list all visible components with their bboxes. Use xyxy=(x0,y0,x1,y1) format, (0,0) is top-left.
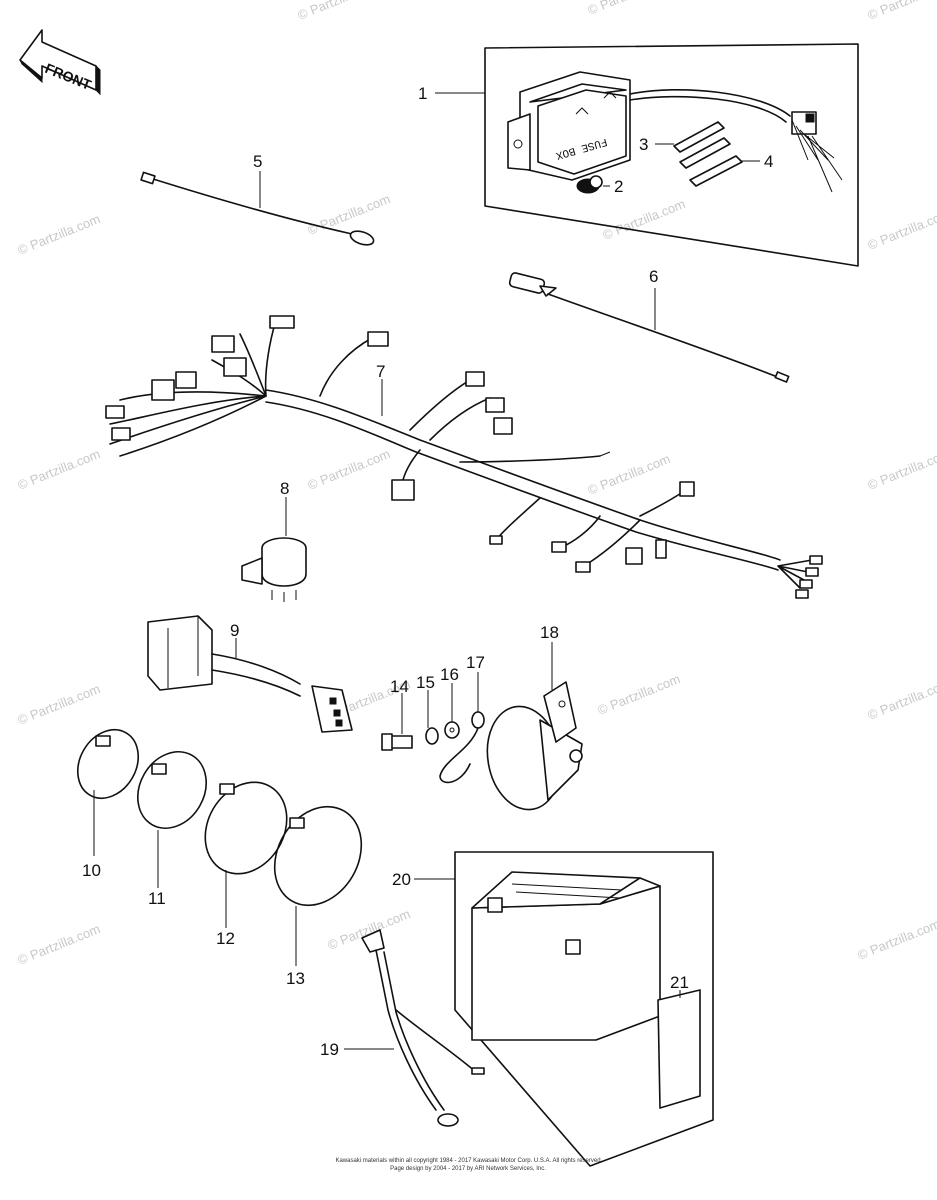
clamp-bands xyxy=(77,729,363,907)
callout-17: 17 xyxy=(466,653,485,672)
watermark: © Partzilla.com xyxy=(586,451,673,498)
callout-18: 18 xyxy=(540,623,559,642)
battery-cable xyxy=(361,929,485,1127)
relay xyxy=(241,537,307,602)
watermark: © Partzilla.com xyxy=(16,211,103,258)
callout-4: 4 xyxy=(764,152,773,171)
callout-20: 20 xyxy=(392,870,411,889)
horn xyxy=(486,681,583,811)
watermark: © Partzilla.com xyxy=(856,916,937,963)
callouts: 1 2 3 4 5 6 7 8 9 10 11 12 13 14 15 16 1… xyxy=(82,84,773,1059)
lead-wire xyxy=(508,272,790,383)
watermark: © Partzilla.com xyxy=(866,446,937,493)
watermark: © Partzilla.com xyxy=(866,206,937,253)
leader-lines xyxy=(93,92,760,1050)
watermark: © Partzilla.com xyxy=(866,0,937,23)
callout-1: 1 xyxy=(418,84,427,103)
watermark: © Partzilla.com xyxy=(596,671,683,718)
watermark: © Partzilla.com xyxy=(16,921,103,968)
callout-16: 16 xyxy=(440,665,459,684)
callout-2: 2 xyxy=(614,177,623,196)
battery-label xyxy=(657,989,701,1109)
callout-5: 5 xyxy=(253,152,262,171)
watermark: © Partzilla.com xyxy=(586,0,673,18)
fuses xyxy=(673,121,743,187)
fuse-box-frame xyxy=(484,43,859,267)
ground-lead xyxy=(140,171,375,246)
callout-13: 13 xyxy=(286,969,305,988)
callout-10: 10 xyxy=(82,861,101,880)
callout-19: 19 xyxy=(320,1040,339,1059)
watermark: © Partzilla.com xyxy=(296,0,383,23)
watermark: © Partzilla.com xyxy=(16,681,103,728)
callout-15: 15 xyxy=(416,673,435,692)
callout-3: 3 xyxy=(639,135,648,154)
watermark: © Partzilla.com xyxy=(306,446,393,493)
watermark: © Partzilla.com xyxy=(306,191,393,238)
callout-12: 12 xyxy=(216,929,235,948)
fuse-cap xyxy=(576,175,603,194)
igniter-unit xyxy=(147,615,353,733)
watermarks: © Partzilla.com © Partzilla.com © Partzi… xyxy=(16,0,937,968)
battery-frame xyxy=(454,851,714,1167)
callout-6: 6 xyxy=(649,267,658,286)
battery xyxy=(471,871,661,1041)
watermark: © Partzilla.com xyxy=(16,446,103,493)
callout-8: 8 xyxy=(280,479,289,498)
footer: Kawasaki materials within all copyright … xyxy=(335,1158,600,1172)
front-arrow: FRONT xyxy=(19,29,101,96)
callout-7: 7 xyxy=(376,362,385,381)
watermark: © Partzilla.com xyxy=(866,676,937,723)
footer-line1: Kawasaki materials within all copyright … xyxy=(335,1158,600,1164)
callout-9: 9 xyxy=(230,621,239,640)
callout-21: 21 xyxy=(670,973,689,992)
callout-14: 14 xyxy=(390,677,409,696)
bolt-and-washers xyxy=(381,711,485,784)
fuse-box: FUSE BOX xyxy=(507,71,843,193)
callout-11: 11 xyxy=(148,889,166,908)
main-harness xyxy=(105,315,823,599)
footer-line2: Page design by 2004 - 2017 by ARI Networ… xyxy=(390,1166,546,1172)
